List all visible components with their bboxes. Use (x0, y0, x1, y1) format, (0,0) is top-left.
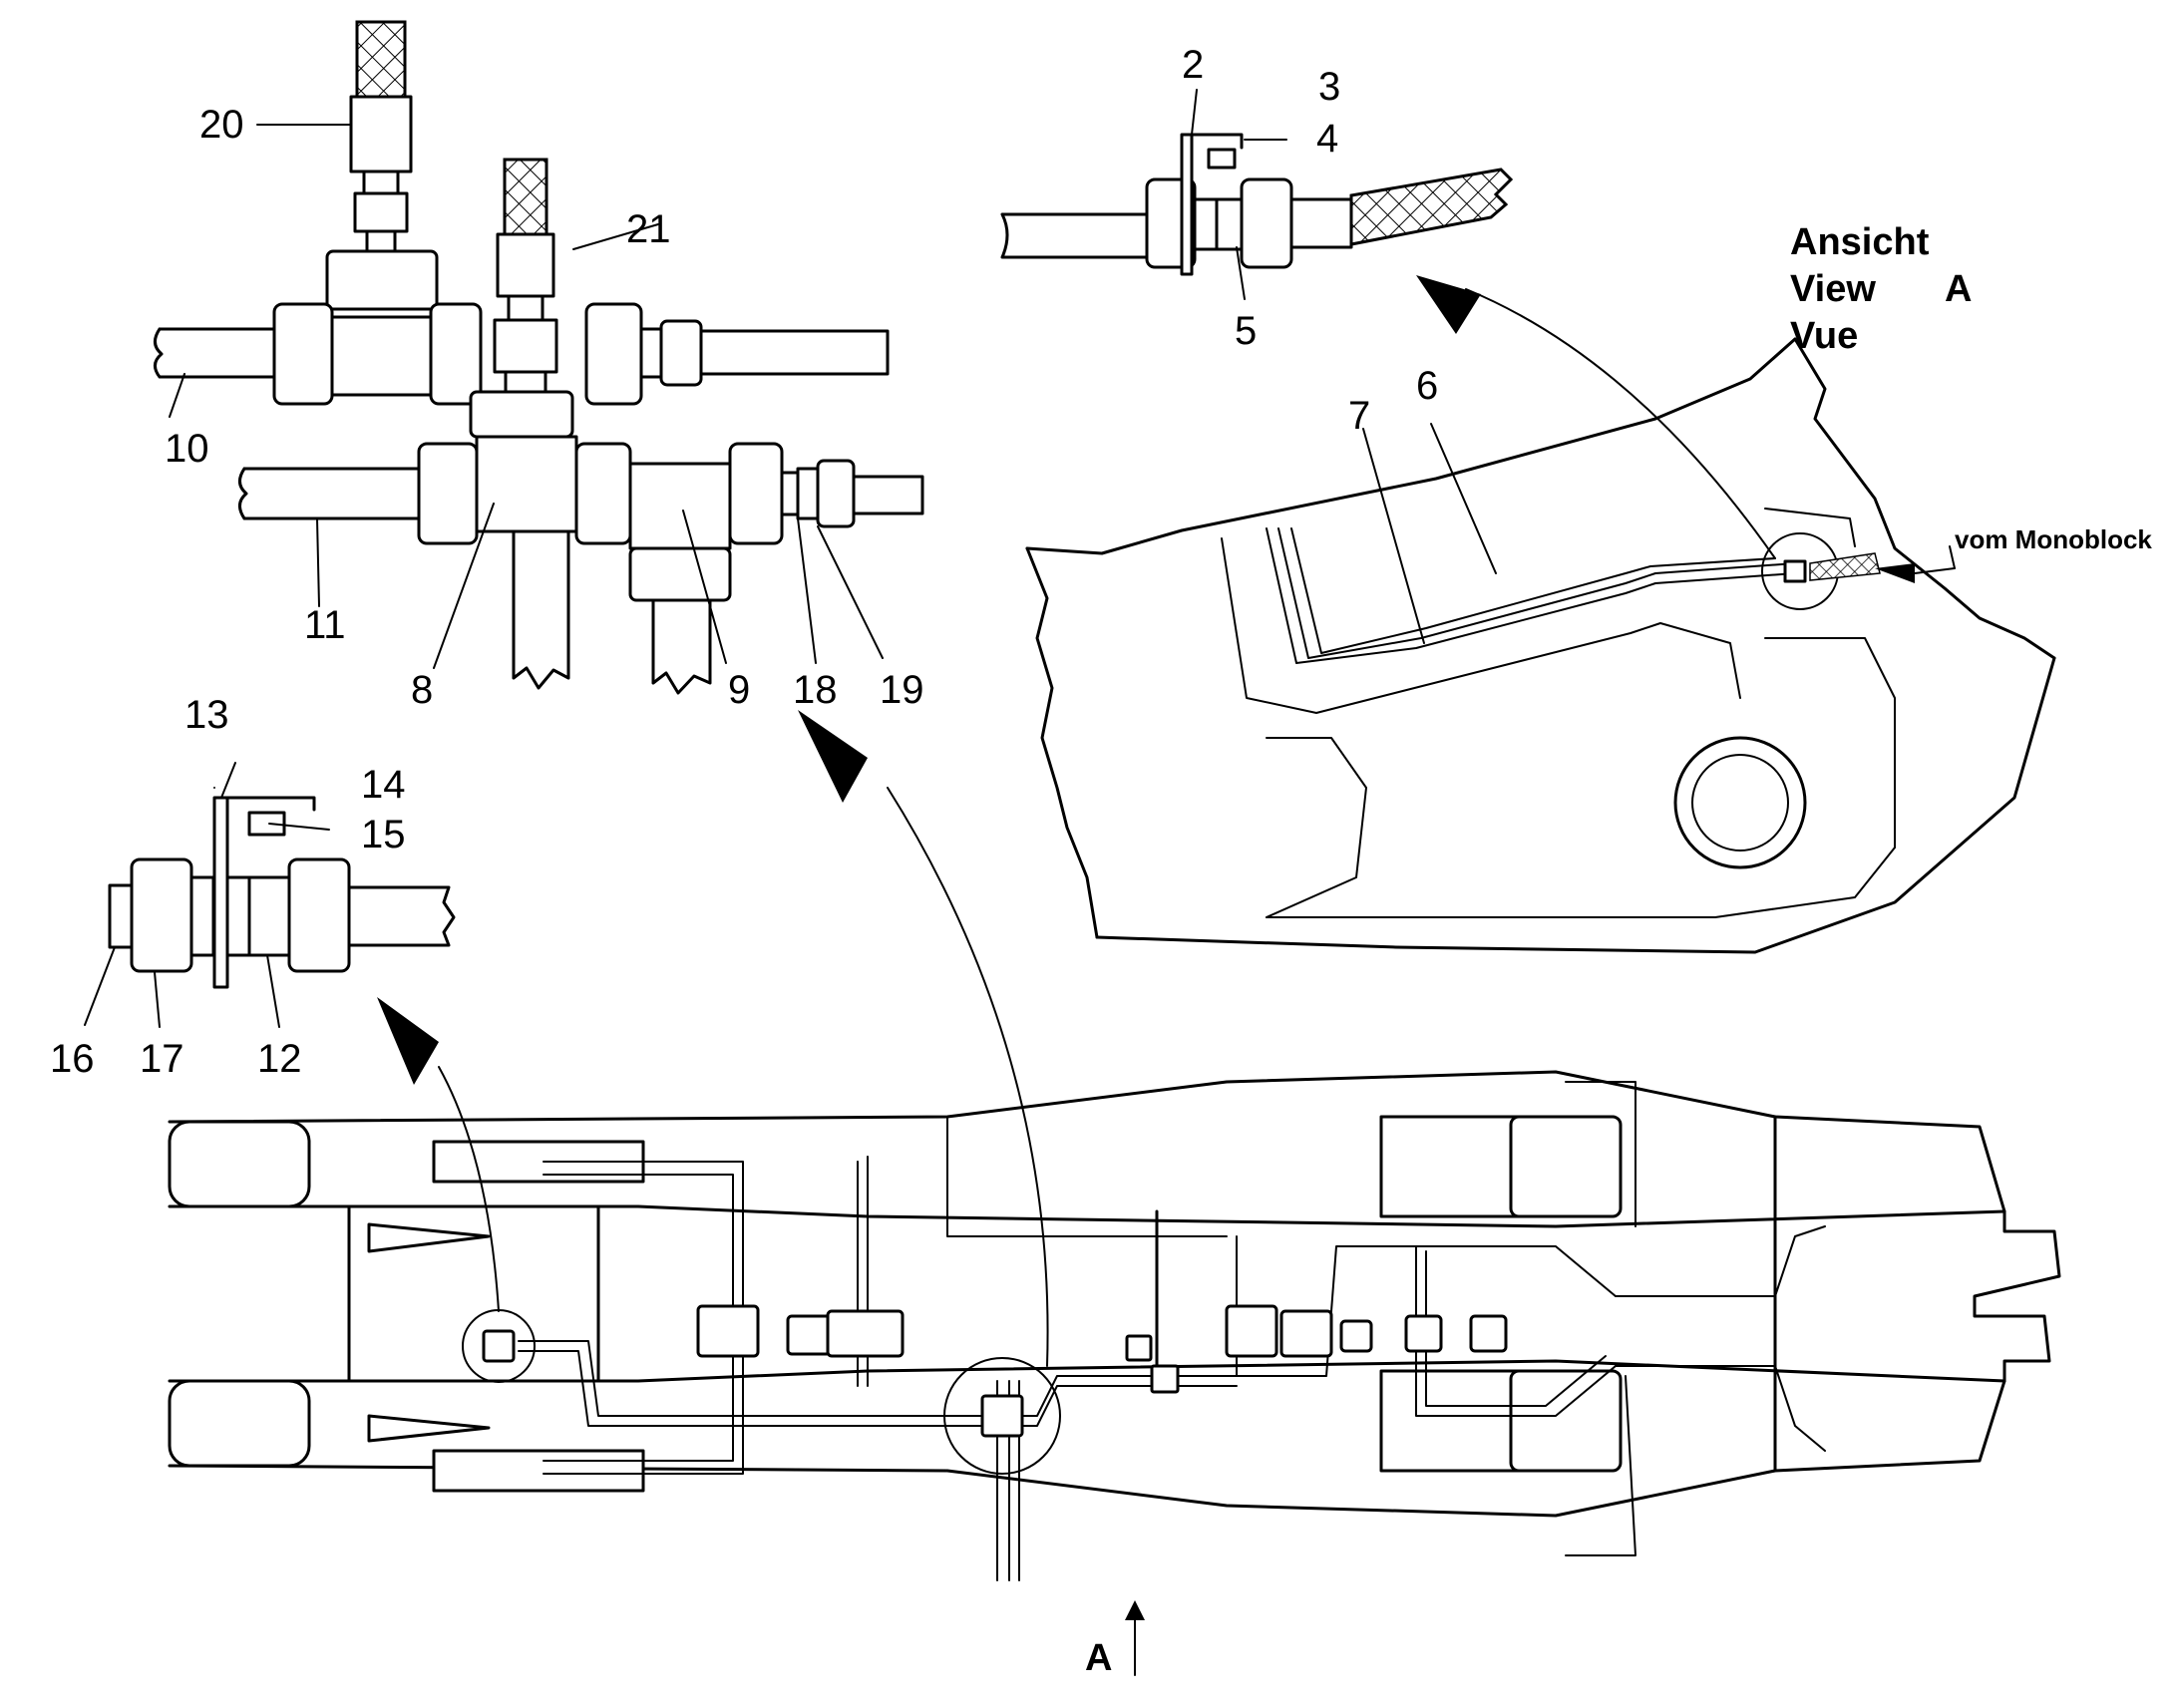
callout-21: 21 (626, 207, 671, 251)
callout-10: 10 (165, 427, 209, 471)
braided-hose-21 (503, 158, 548, 236)
detail-bracket-fitting (84, 762, 456, 1028)
callout-14: 14 (361, 763, 406, 807)
callout-17: 17 (140, 1037, 184, 1081)
main-chassis-view (168, 710, 2061, 1676)
callout-3: 3 (1318, 65, 1340, 109)
callout-11: 11 (304, 603, 346, 647)
detail-tee-fittings (154, 20, 924, 695)
callout-labels: 20 21 10 11 8 9 18 19 2 3 4 5 6 7 13 14 … (50, 43, 1438, 1081)
callout-7: 7 (1348, 394, 1370, 438)
callout-13: 13 (184, 693, 229, 737)
callout-12: 12 (257, 1037, 302, 1081)
callout-2: 2 (1182, 43, 1204, 87)
view-marker-a: A (1085, 1637, 1112, 1679)
view-label-letter: A (1945, 268, 1972, 310)
callout-15: 15 (361, 813, 406, 856)
braided-hose-20 (355, 20, 407, 99)
callout-5: 5 (1235, 309, 1257, 353)
callout-20: 20 (199, 103, 244, 147)
callout-19: 19 (880, 668, 924, 712)
source-label-monoblock: vom Monoblock (1955, 524, 2152, 554)
callout-18: 18 (793, 668, 838, 712)
callout-16: 16 (50, 1037, 95, 1081)
callout-4: 4 (1316, 117, 1338, 161)
view-label-french: Vue (1790, 315, 1858, 357)
view-a-boom-side (1025, 275, 2056, 954)
callout-8: 8 (411, 668, 433, 712)
detail-bulkhead-fitting (1000, 89, 1514, 300)
callout-6: 6 (1416, 364, 1438, 408)
view-label-english: View (1790, 268, 1876, 310)
callout-9: 9 (728, 668, 750, 712)
view-a-title: Ansicht View A Vue (1790, 221, 1972, 357)
view-label-german: Ansicht (1790, 221, 1930, 263)
